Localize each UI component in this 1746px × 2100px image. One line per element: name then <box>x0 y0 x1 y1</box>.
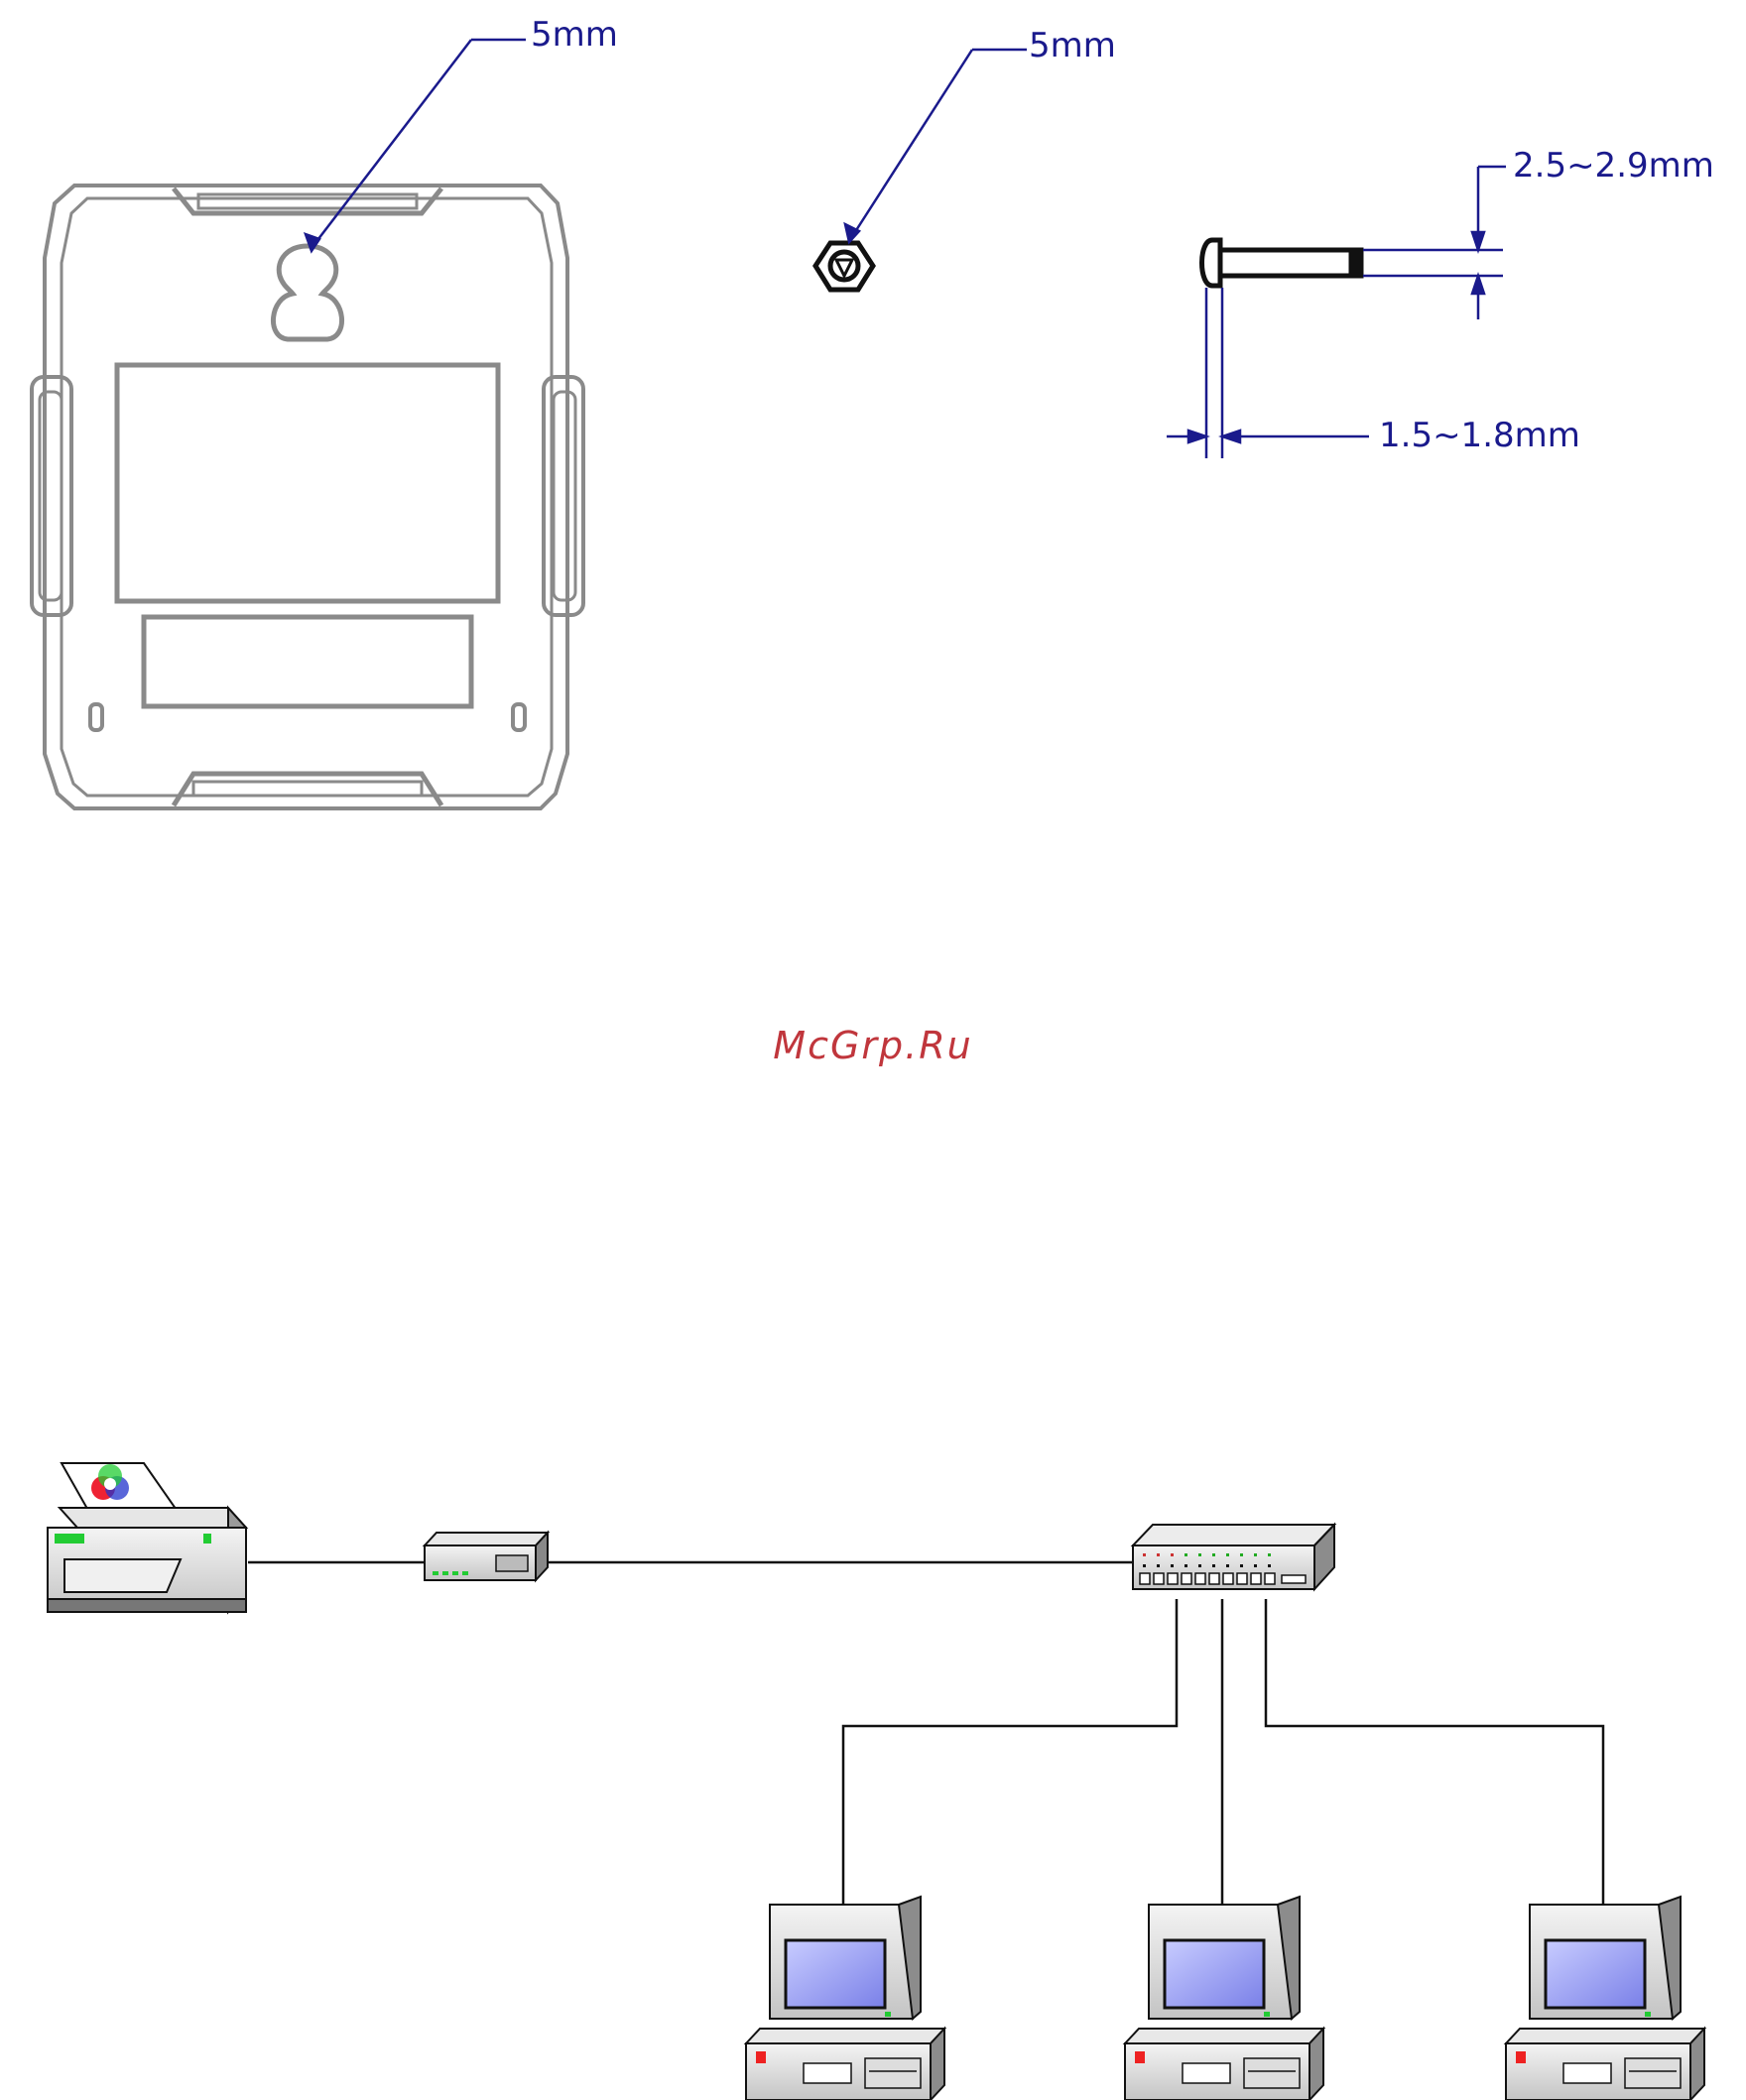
network-cables <box>248 1562 1603 1905</box>
computer-icon <box>1506 1897 1704 2100</box>
keyhole-leader <box>306 40 526 251</box>
shaft-diameter-label: 2.5~2.9mm <box>1513 146 1714 185</box>
switch-icon <box>1133 1525 1334 1589</box>
printer-icon <box>48 1463 246 1612</box>
screw-side-view <box>1202 240 1362 286</box>
screw-head-leader <box>845 50 1027 242</box>
keyhole-dimension-label: 5mm <box>531 15 618 55</box>
watermark-text: McGrp.Ru <box>0 1024 1746 1067</box>
head-thickness-label: 1.5~1.8mm <box>1379 416 1580 455</box>
screw-dimension-lines <box>1167 167 1506 458</box>
screw-head-top-view <box>815 243 873 290</box>
print-server-icon <box>425 1533 548 1580</box>
screw-head-dimension-label: 5mm <box>1029 26 1116 65</box>
computer-icon <box>1125 1897 1323 2100</box>
computer-icon <box>746 1897 944 2100</box>
device-back-view <box>32 185 583 808</box>
